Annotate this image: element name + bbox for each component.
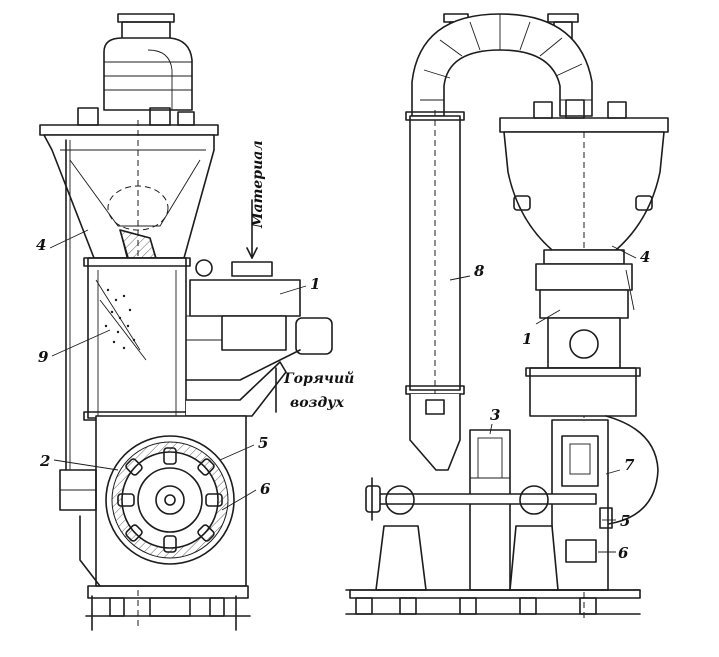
label-3-right: 3 [490,406,500,424]
drive-shaft [365,477,597,521]
hot-air-duct [185,361,287,417]
cyclone-flange [39,124,219,136]
label-8-right: 8 [474,262,485,280]
left-view: 4 9 2 5 6 1 Материал Горячий воздух [36,13,354,631]
pedestals [375,485,559,591]
label-4-right: 4 [640,248,650,266]
feeder [185,199,333,381]
classifier-column [83,257,191,421]
right-base [345,589,641,615]
left-base [85,585,251,631]
mill-body-right [525,367,659,591]
label-5-left: 5 [258,434,268,452]
cyclone-right [499,99,669,620]
label-4-left: 4 [36,236,46,254]
label-1-left: 1 [310,275,320,293]
label-7-right: 7 [624,456,635,474]
vertical-pipe [405,110,465,471]
right-view: 8 1 4 3 7 5 6 [345,13,669,620]
top-duct [103,13,193,111]
label-6-left: 6 [260,480,271,498]
arch-duct [411,13,593,117]
label-1-right: 1 [522,330,532,348]
label-9-left: 9 [38,348,49,366]
label-5-right: 5 [620,512,630,530]
hot-air-label-line2: воздух [290,395,345,411]
label-2-left: 2 [39,452,50,470]
beater-wheel [105,435,235,565]
motor-block [469,429,511,591]
hot-air-label-line1: Горячий [283,370,354,387]
material-label: Материал [250,140,266,229]
label-6-right: 6 [618,544,629,562]
